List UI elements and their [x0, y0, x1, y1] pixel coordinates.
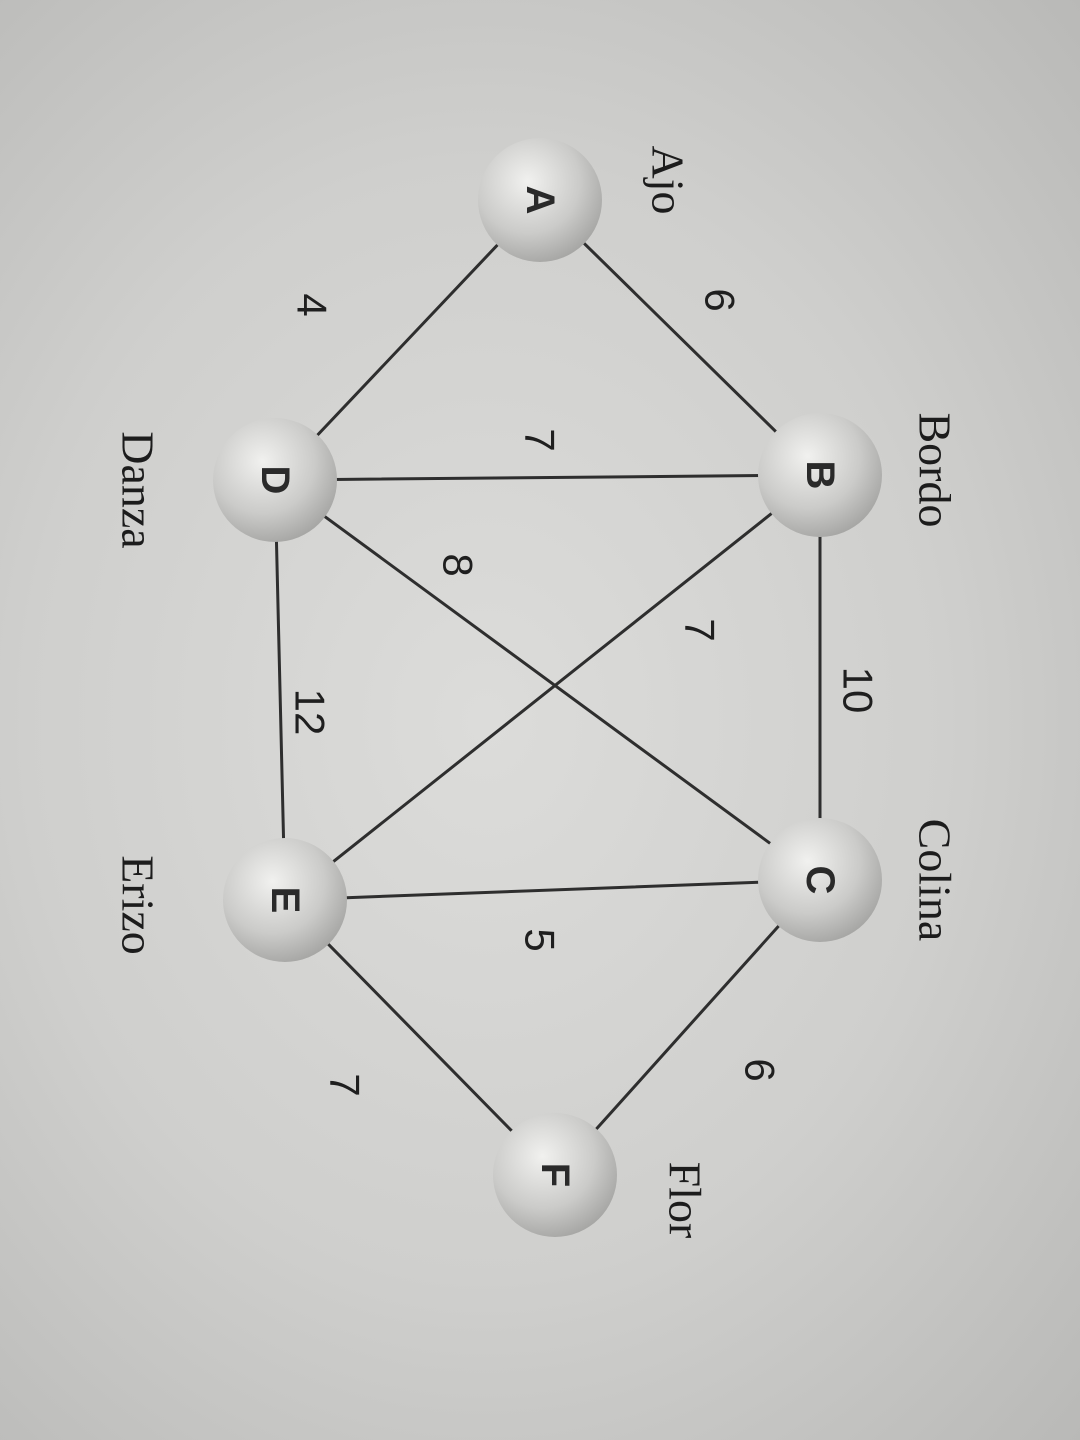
- edge-weight-e-c: 5: [517, 928, 564, 951]
- edge-weight-d-c: 8: [435, 553, 482, 576]
- edge-weight-a-d: 4: [289, 293, 336, 316]
- node-c: C: [758, 818, 882, 942]
- edge-b-d: [331, 474, 764, 481]
- node-circle: [213, 418, 337, 542]
- node-letter: E: [263, 887, 307, 914]
- node-letter: B: [798, 461, 842, 490]
- node-a: A: [478, 138, 602, 262]
- edge-a-b: [579, 239, 781, 436]
- node-name-b: Bordo: [910, 413, 961, 528]
- node-d: D: [213, 418, 337, 542]
- edges-layer: [274, 239, 822, 1136]
- edge-e-c: [341, 880, 764, 900]
- edge-weight-b-d: 7: [517, 428, 564, 451]
- edge-weight-e-f: 7: [322, 1073, 369, 1096]
- edge-a-d: [313, 240, 502, 440]
- edge-d-e: [274, 536, 286, 844]
- edge-d-c: [320, 512, 775, 848]
- node-e: E: [223, 838, 347, 962]
- edge-weights-layer: 6 4 7 10 7 8 12 5 6 7: [287, 288, 882, 1096]
- node-name-d: Danza: [113, 431, 164, 548]
- node-circle: [758, 818, 882, 942]
- node-name-a: Ajo: [643, 146, 694, 215]
- node-letter: D: [253, 466, 297, 495]
- edge-weight-b-e: 7: [677, 618, 724, 641]
- node-letter: C: [798, 866, 842, 895]
- node-b: B: [758, 413, 882, 537]
- edge-b-e: [328, 509, 777, 866]
- node-name-e: Erizo: [113, 855, 164, 955]
- edge-weight-d-e: 12: [287, 689, 334, 736]
- edge-c-f: [592, 921, 783, 1134]
- nodes-layer: A B C D E F: [213, 138, 882, 1237]
- edge-weight-c-f: 6: [737, 1058, 784, 1081]
- node-circle: [493, 1113, 617, 1237]
- node-letter: F: [533, 1163, 577, 1187]
- node-letter: A: [518, 186, 562, 215]
- node-name-c: Colina: [910, 819, 961, 942]
- node-f: F: [493, 1113, 617, 1237]
- edge-weight-b-c: 10: [835, 667, 882, 714]
- node-circle: [223, 838, 347, 962]
- edge-weight-a-b: 6: [697, 288, 744, 311]
- node-circle: [758, 413, 882, 537]
- node-name-f: Flor: [660, 1162, 711, 1239]
- edge-e-f: [324, 939, 516, 1136]
- node-circle: [478, 138, 602, 262]
